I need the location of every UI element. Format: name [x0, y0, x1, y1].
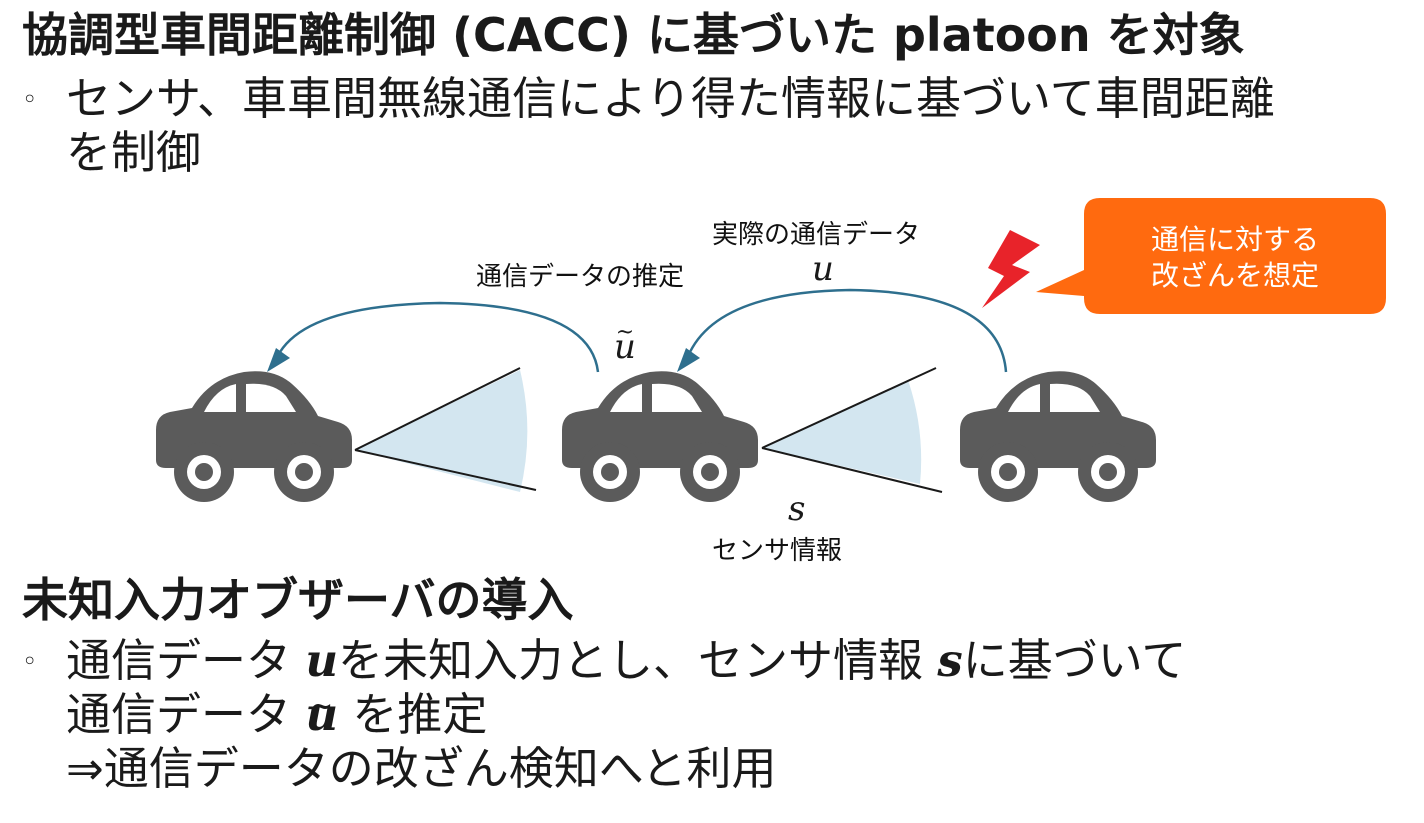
bullet-line: を制御 — [22, 126, 1275, 180]
actual-comm-symbol: u — [812, 249, 834, 289]
estimate-label: 通信データの推定 — [476, 262, 685, 292]
sensor-cone-edge — [354, 449, 537, 491]
bullet-text: 通信データ — [66, 688, 306, 741]
sensor-cone-edge — [761, 367, 937, 449]
sensor-cone-rear — [762, 380, 922, 484]
car-icon — [156, 371, 352, 502]
bullet-line: ⇒通信データの改ざん検知へと利用 — [22, 742, 1186, 796]
arrowhead-icon — [677, 348, 700, 372]
section-title-observer: 未知入力オブザーバの導入 — [22, 573, 574, 627]
math-u-tilde: ~u — [305, 688, 339, 741]
bullet-text: に基づいて — [962, 634, 1187, 687]
sensor-cone-edge — [761, 447, 943, 493]
callout-bubble — [1036, 198, 1386, 314]
math-s: s — [937, 634, 963, 687]
bullet-text: を推定 — [338, 688, 488, 741]
sensor-cone-edge — [354, 367, 521, 451]
car-icon — [562, 371, 758, 502]
sensor-label: センサ情報 — [712, 536, 843, 566]
bullet-dot-icon: ◦ — [22, 85, 38, 115]
bullet-cacc-description: ◦ センサ、車車間無線通信により得た情報に基づいて車間距離 を制御 — [22, 72, 1275, 180]
arrowhead-icon — [267, 348, 290, 372]
actual-comm-label: 実際の通信データ — [712, 220, 921, 250]
estimate-arrow — [278, 301, 600, 373]
bullet-dot-icon: ◦ — [22, 647, 38, 677]
callout-line: 通信に対する — [1150, 223, 1319, 256]
math-u: u — [305, 634, 339, 687]
bullet-observer-description: ◦ 通信データ uを未知入力とし、センサ情報 sに基づいて 通信データ ~u を推… — [22, 634, 1186, 796]
bullet-text: を制御 — [66, 126, 202, 179]
car-icon — [960, 371, 1156, 502]
callout-line: 改ざんを想定 — [1150, 259, 1319, 292]
actual-comm-arrow — [688, 288, 1008, 373]
bullet-line: ◦ 通信データ uを未知入力とし、センサ情報 sに基づいて — [22, 634, 1186, 688]
bullet-line: ◦ センサ、車車間無線通信により得た情報に基づいて車間距離 — [22, 72, 1275, 126]
bullet-line: 通信データ ~u を推定 — [22, 688, 1186, 742]
bullet-text: ⇒通信データの改ざん検知へと利用 — [66, 742, 777, 795]
bullet-text: 通信データ — [66, 634, 306, 687]
bullet-text: を未知入力とし、センサ情報 — [338, 634, 938, 687]
sensor-symbol: s — [788, 489, 806, 529]
callout-text: 通信に対する 改ざんを想定 — [1100, 222, 1370, 294]
slide-title-cacc: 協調型車間距離制御 (CACC) に基づいた platoon を対象 — [22, 8, 1245, 62]
sensor-cone-front — [355, 370, 528, 492]
estimate-symbol: ~u — [614, 320, 636, 367]
lightning-icon — [982, 230, 1040, 308]
bullet-text: センサ、車車間無線通信により得た情報に基づいて車間距離 — [66, 72, 1275, 125]
